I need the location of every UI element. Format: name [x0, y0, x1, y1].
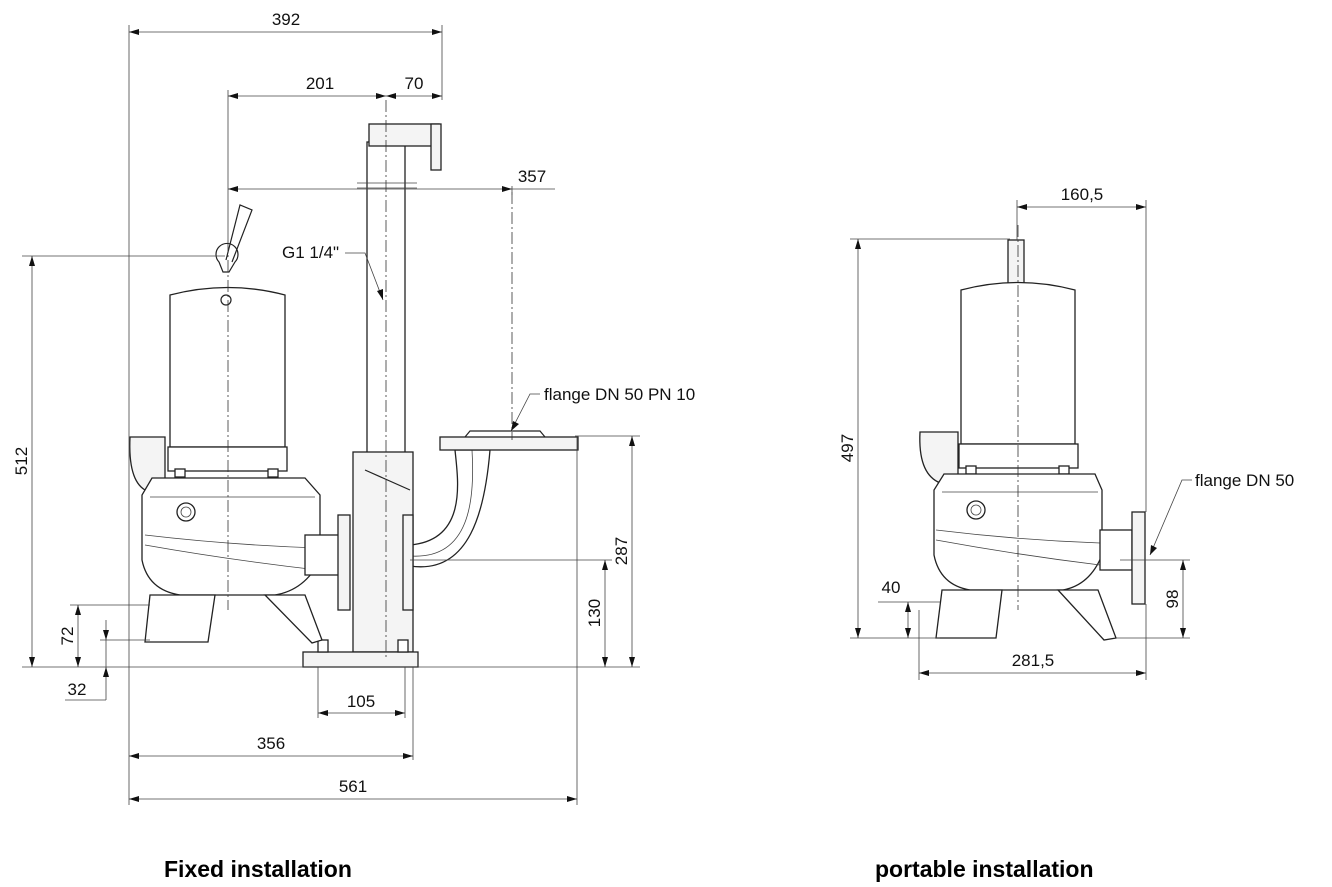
flange-label-portable: flange DN 50 [1195, 471, 1294, 490]
extension-lines-fixed [22, 25, 640, 805]
dim-356: 356 [257, 734, 285, 753]
dim-561: 561 [339, 777, 367, 796]
dim-392: 392 [272, 10, 300, 29]
dim-201: 201 [306, 74, 334, 93]
dim-287: 287 [612, 537, 631, 565]
guide-pipe [357, 123, 442, 455]
dim-72: 72 [58, 627, 77, 646]
dim-40: 40 [882, 578, 901, 597]
dim-357: 357 [518, 167, 546, 186]
dim-512: 512 [12, 447, 31, 475]
dimension-lines-fixed [29, 29, 635, 802]
flange-label-fixed: flange DN 50 PN 10 [544, 385, 695, 404]
pump-portable [919, 239, 1146, 641]
dim-105: 105 [347, 692, 375, 711]
dim-497: 497 [838, 434, 857, 462]
caption-portable-installation: portable installation [875, 856, 1094, 882]
pump-fixed [129, 204, 414, 644]
discharge-elbow [409, 430, 579, 568]
dim-130: 130 [585, 599, 604, 627]
dim-70: 70 [405, 74, 424, 93]
extension-lines-portable [850, 200, 1190, 680]
dim-32: 32 [68, 680, 87, 699]
thread-label: G1 1/4" [282, 243, 339, 262]
portable-installation-drawing: 160,5 497 flange DN 50 40 98 281,5 [838, 185, 1294, 680]
dim-281-5: 281,5 [1012, 651, 1055, 670]
dim-160-5: 160,5 [1061, 185, 1104, 204]
leader-portable [1149, 479, 1192, 556]
dimension-lines-portable [855, 204, 1186, 676]
leaders-fixed [345, 252, 540, 432]
dim-98: 98 [1163, 590, 1182, 609]
fixed-installation-drawing: 392 201 70 357 G1 1/4" flange DN 50 PN 1… [12, 10, 695, 805]
caption-fixed-installation: Fixed installation [164, 856, 352, 882]
